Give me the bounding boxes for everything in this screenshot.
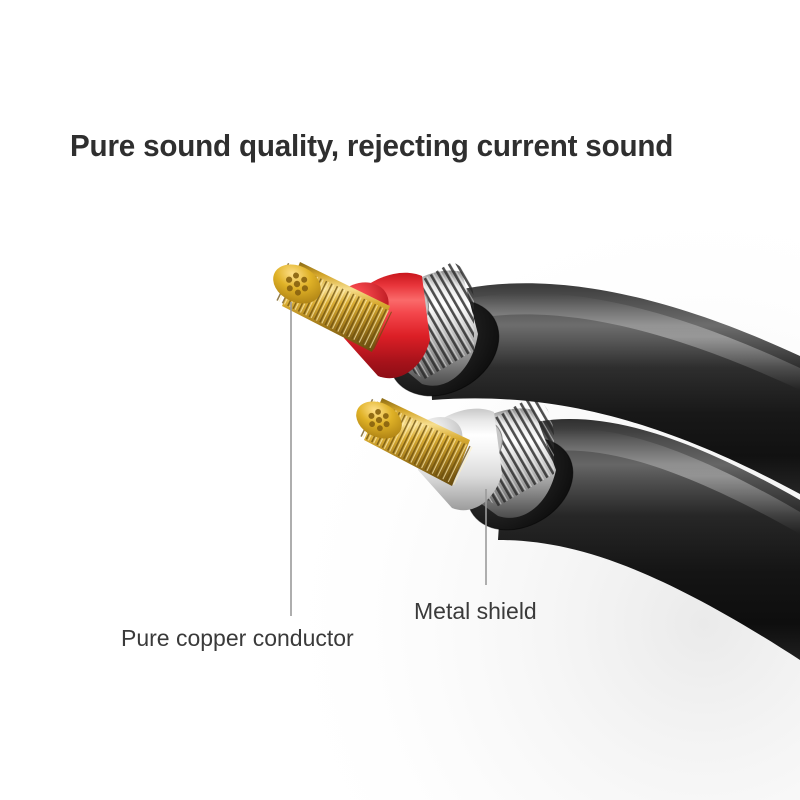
lower-cable-conductor-strands (360, 398, 474, 486)
upper-cable (273, 262, 800, 494)
upper-cable-gloss (440, 293, 800, 390)
upper-cable-conductor-tip (273, 264, 321, 304)
upper-cable-conductor-strands (276, 262, 392, 350)
lower-cable-conductor-tip (356, 401, 402, 439)
lower-cable (356, 396, 800, 660)
